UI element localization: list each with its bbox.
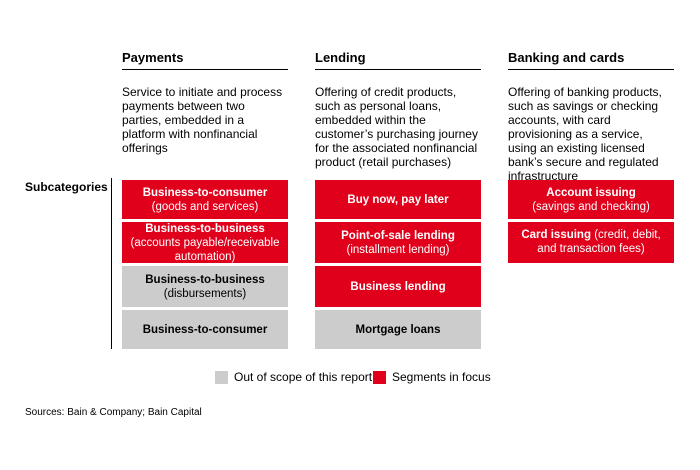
- box-lending-bnpl: Buy now, pay later: [315, 180, 481, 219]
- legend-swatch-red: [373, 370, 386, 384]
- column-title: Payments: [122, 47, 288, 70]
- column-banking-and-cards: Banking and cards Offering of banking pr…: [508, 47, 674, 183]
- box-title: Business-to-consumer: [142, 323, 268, 336]
- subcategories-label: Subcategories: [25, 180, 108, 194]
- column-description: Service to initiate and process payments…: [122, 85, 283, 155]
- box-title: Business-to-business: [145, 273, 265, 286]
- column-title: Banking and cards: [508, 47, 674, 70]
- box-title: Account issuing: [546, 186, 636, 199]
- box-payments-b2c: Business-to-consumer: [122, 310, 288, 349]
- legend-out-of-scope: Out of scope of this report: [215, 370, 372, 384]
- legend-swatch-gray: [215, 370, 228, 384]
- box-title: Card issuing: [521, 229, 591, 241]
- box-payments-b2c-goods: Business-to-consumer (goods and services…: [122, 180, 288, 219]
- subcategories-divider: [111, 178, 112, 349]
- column-payments: Payments Service to initiate and process…: [122, 47, 288, 155]
- legend-label: Out of scope of this report: [234, 370, 373, 384]
- box-banking-account-issuing: Account issuing (savings and checking): [508, 180, 674, 219]
- box-subtitle: (savings and checking): [532, 200, 650, 213]
- box-subtitle: (disbursements): [163, 287, 247, 300]
- legend-label: Segments in focus: [392, 370, 491, 384]
- box-banking-card-issuing: Card issuing (credit, debit, and transac…: [508, 222, 674, 263]
- box-subtitle: (accounts payable/receivable automation): [130, 236, 280, 263]
- box-title: Business-to-business: [145, 222, 265, 235]
- box-payments-b2b-disbursements: Business-to-business (disbursements): [122, 266, 288, 307]
- box-lending-pos: Point-of-sale lending (installment lendi…: [315, 222, 481, 263]
- box-lending-mortgage: Mortgage loans: [315, 310, 481, 349]
- box-subtitle: (goods and services): [151, 200, 259, 213]
- column-description: Offering of credit products, such as per…: [315, 85, 478, 169]
- box-payments-b2b-ap-ar: Business-to-business (accounts payable/r…: [122, 222, 288, 263]
- box-title: Buy now, pay later: [347, 193, 449, 206]
- box-title: Mortgage loans: [355, 323, 441, 336]
- box-title: Business-to-consumer: [142, 186, 268, 199]
- box-title: Point-of-sale lending: [341, 229, 455, 242]
- column-description: Offering of banking products, such as sa…: [508, 85, 662, 183]
- column-lending: Lending Offering of credit products, suc…: [315, 47, 481, 169]
- box-subtitle: (installment lending): [346, 243, 450, 256]
- box-title: Business lending: [350, 280, 446, 293]
- box-subtitle: (credit, debit, and transaction fees): [537, 229, 661, 255]
- sources-note: Sources: Bain & Company; Bain Capital: [25, 407, 202, 418]
- box-lending-business: Business lending: [315, 266, 481, 307]
- legend-in-focus: Segments in focus: [373, 370, 491, 384]
- column-title: Lending: [315, 47, 481, 70]
